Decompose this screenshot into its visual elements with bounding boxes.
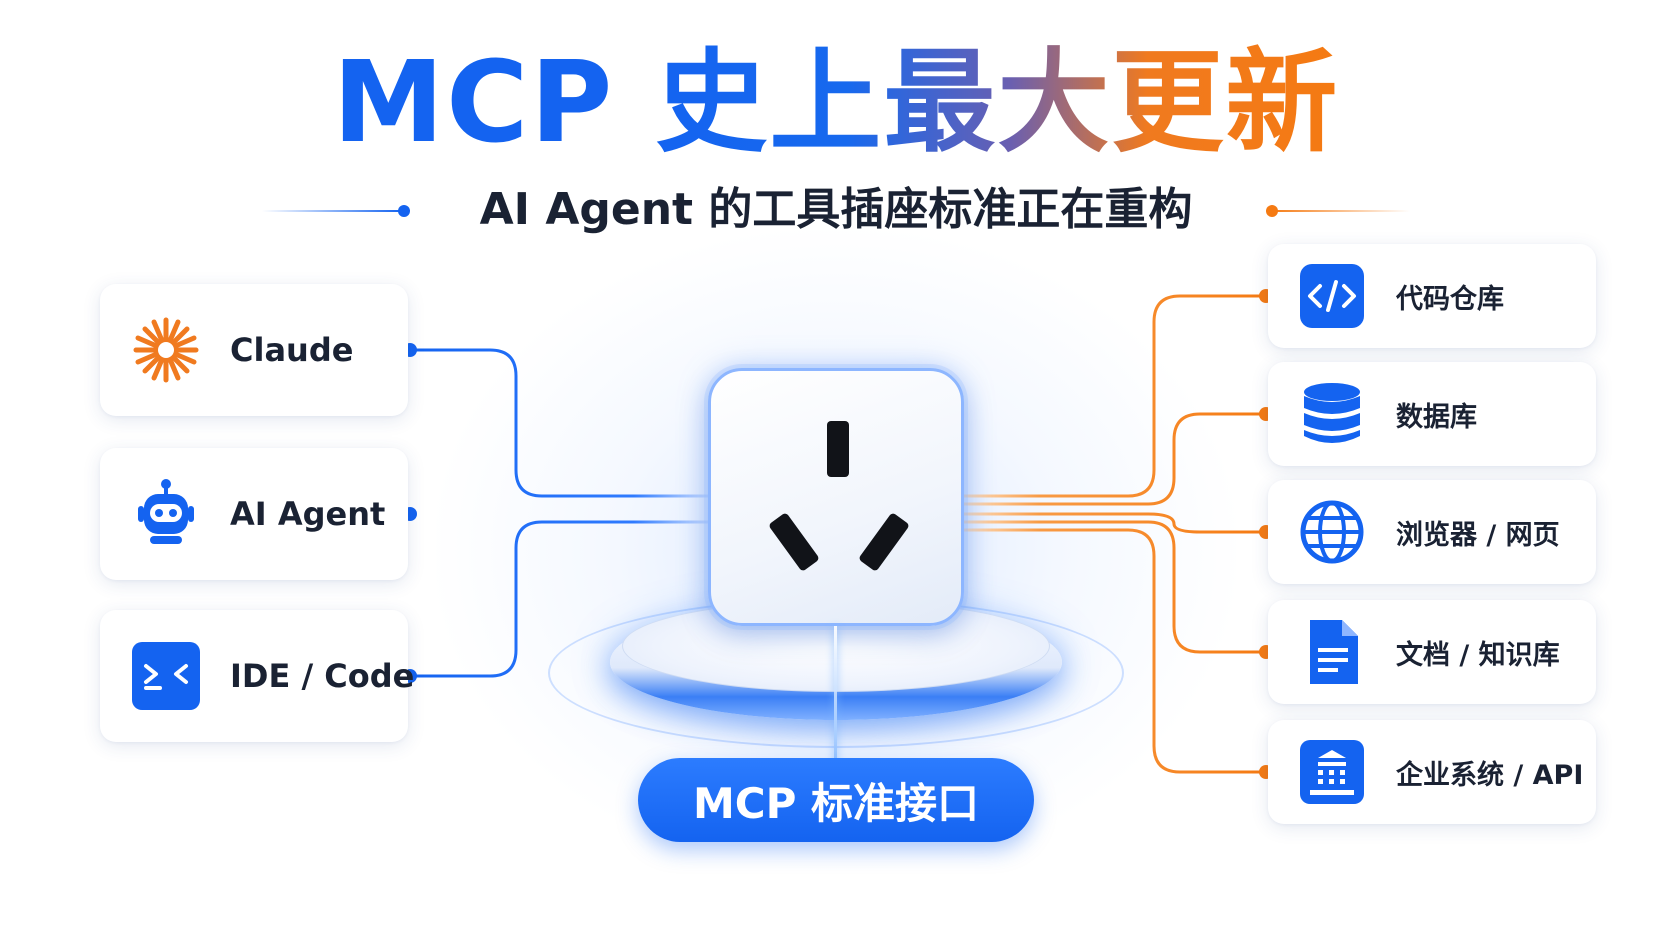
card-browser[interactable]: 浏览器 / 网页 (1268, 480, 1596, 584)
claude-sunburst-icon (130, 314, 202, 386)
wire-docs (964, 520, 1266, 654)
card-code-repo[interactable]: 代码仓库 (1268, 244, 1596, 348)
globe-icon (1298, 498, 1366, 566)
subtitle: AI Agent 的工具插座标准正在重构 (479, 184, 1193, 235)
card-label-claude: Claude (230, 331, 354, 369)
page-title: MCP 史上最大更新 (0, 38, 1672, 168)
card-label-docs: 文档 / 知识库 (1396, 639, 1560, 671)
robot-icon (130, 478, 202, 550)
socket-slot-left (768, 512, 820, 572)
wire-claude (410, 348, 708, 498)
document-icon (1298, 618, 1366, 686)
card-ide-code[interactable]: IDE / Code (100, 610, 414, 742)
power-socket-icon (708, 368, 964, 626)
subtitle-line-right (1270, 210, 1410, 212)
title-latin: MCP (332, 38, 615, 168)
wire-enterprise (964, 528, 1266, 774)
card-enterprise[interactable]: 企业系统 / API (1268, 720, 1596, 824)
code-icon (1298, 262, 1366, 330)
card-database[interactable]: 数据库 (1268, 362, 1596, 466)
wire-ide (410, 520, 708, 678)
title-chinese: 史上最大更新 (655, 38, 1340, 168)
ide-terminal-icon (130, 640, 202, 712)
card-ai-agent[interactable]: AI Agent (100, 448, 408, 580)
card-label-enterprise: 企业系统 / API (1396, 759, 1584, 791)
card-label-browser: 浏览器 / 网页 (1396, 519, 1560, 551)
card-claude[interactable]: Claude (100, 284, 408, 416)
wire-code-repo (964, 294, 1266, 498)
card-docs[interactable]: 文档 / 知识库 (1268, 600, 1596, 704)
card-label-database: 数据库 (1396, 401, 1477, 433)
mcp-interface-badge[interactable]: MCP 标准接口 (638, 758, 1034, 842)
database-icon (1298, 380, 1366, 448)
socket-slot-right (858, 512, 910, 572)
wire-database (964, 412, 1266, 506)
card-label-ai-agent: AI Agent (230, 495, 386, 533)
light-beam (834, 626, 837, 766)
subtitle-line-left (262, 210, 402, 212)
subtitle-dot-left (398, 205, 410, 217)
socket-slot-top (827, 421, 849, 477)
wire-browser (964, 512, 1266, 534)
card-label-ide-code: IDE / Code (230, 657, 415, 695)
building-icon (1298, 738, 1366, 806)
card-label-code-repo: 代码仓库 (1396, 283, 1504, 315)
